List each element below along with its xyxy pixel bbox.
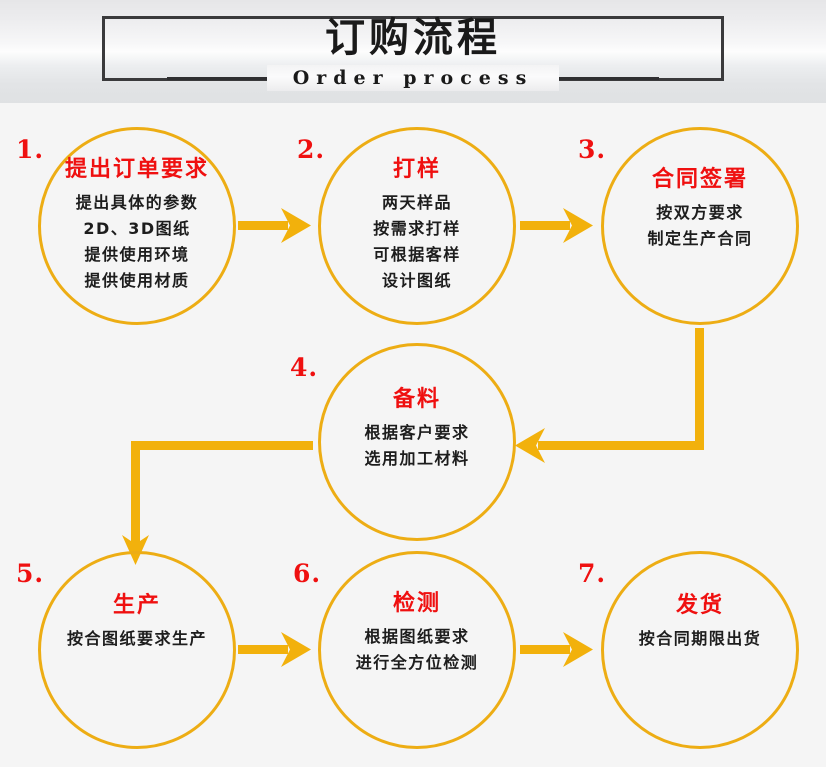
node-number-6: 6. (293, 559, 322, 588)
node-body-7: 按合同期限出货 (639, 626, 762, 652)
flow-node-4[interactable]: 备料 根据客户要求 选用加工材料 (318, 343, 516, 541)
node-line: 按需求打样 (373, 219, 461, 238)
arrow-6-to-7-icon (520, 632, 593, 667)
node-title-5: 生产 (112, 593, 161, 618)
node-line: 两天样品 (381, 193, 452, 212)
node-number-4: 4. (290, 353, 319, 382)
node-title-1: 提出订单要求 (64, 157, 209, 182)
node-line: 设计图纸 (381, 271, 452, 290)
arrow-4-to-5-icon (122, 441, 313, 565)
subtitle-rule-left (166, 76, 267, 80)
node-title-4: 备料 (392, 387, 441, 412)
node-body-6: 根据图纸要求 进行全方位检测 (356, 624, 479, 676)
node-line: 可根据客样 (373, 245, 461, 264)
node-number-7: 7. (578, 559, 607, 588)
node-title-2: 打样 (392, 157, 441, 182)
node-line: 按双方要求 (656, 203, 744, 222)
header-banner: 订购流程 Order process (0, 0, 826, 103)
node-body-5: 按合图纸要求生产 (67, 626, 207, 652)
node-body-1: 提出具体的参数 2D、3D图纸 提供使用环境 提供使用材质 (76, 190, 199, 294)
node-number-5: 5. (16, 559, 45, 588)
flow-node-3[interactable]: 合同签署 按双方要求 制定生产合同 (601, 127, 799, 325)
flow-node-5[interactable]: 生产 按合图纸要求生产 (38, 551, 236, 749)
arrow-3-to-4-icon (515, 328, 704, 463)
node-line: 提供使用材质 (84, 271, 190, 290)
flowchart: 1. 提出订单要求 提出具体的参数 2D、3D图纸 提供使用环境 提供使用材质 … (0, 103, 826, 767)
flow-node-7[interactable]: 发货 按合同期限出货 (601, 551, 799, 749)
header-subtitle-row: Order process (0, 63, 826, 93)
node-line: 根据客户要求 (364, 423, 470, 442)
node-number-1: 1. (16, 135, 45, 164)
arrow-5-to-6-icon (238, 632, 311, 667)
node-title-7: 发货 (675, 593, 724, 618)
page-subtitle: Order process (266, 65, 560, 91)
node-number-2: 2. (297, 135, 326, 164)
node-number-3: 3. (578, 135, 607, 164)
node-line: 根据图纸要求 (364, 627, 470, 646)
node-title-3: 合同签署 (651, 167, 748, 192)
node-line: 进行全方位检测 (355, 653, 479, 672)
node-line: 提出具体的参数 (75, 193, 199, 212)
subtitle-rule-right (559, 76, 660, 80)
node-line: 2D、3D图纸 (83, 219, 191, 238)
node-line: 选用加工材料 (364, 449, 470, 468)
flow-node-2[interactable]: 打样 两天样品 按需求打样 可根据客样 设计图纸 (318, 127, 516, 325)
flow-node-1[interactable]: 提出订单要求 提出具体的参数 2D、3D图纸 提供使用环境 提供使用材质 (38, 127, 236, 325)
node-line: 按合图纸要求生产 (66, 629, 207, 648)
node-body-4: 根据客户要求 选用加工材料 (364, 420, 469, 472)
node-line: 按合同期限出货 (638, 629, 762, 648)
arrow-1-to-2-icon (238, 208, 311, 243)
node-line: 制定生产合同 (647, 229, 753, 248)
node-body-3: 按双方要求 制定生产合同 (647, 200, 752, 252)
node-title-6: 检测 (392, 591, 441, 616)
node-body-2: 两天样品 按需求打样 可根据客样 设计图纸 (373, 190, 461, 294)
arrow-2-to-3-icon (520, 208, 593, 243)
node-line: 提供使用环境 (84, 245, 190, 264)
flow-node-6[interactable]: 检测 根据图纸要求 进行全方位检测 (318, 551, 516, 749)
page-title: 订购流程 (325, 15, 501, 61)
connector-layer (122, 208, 704, 667)
